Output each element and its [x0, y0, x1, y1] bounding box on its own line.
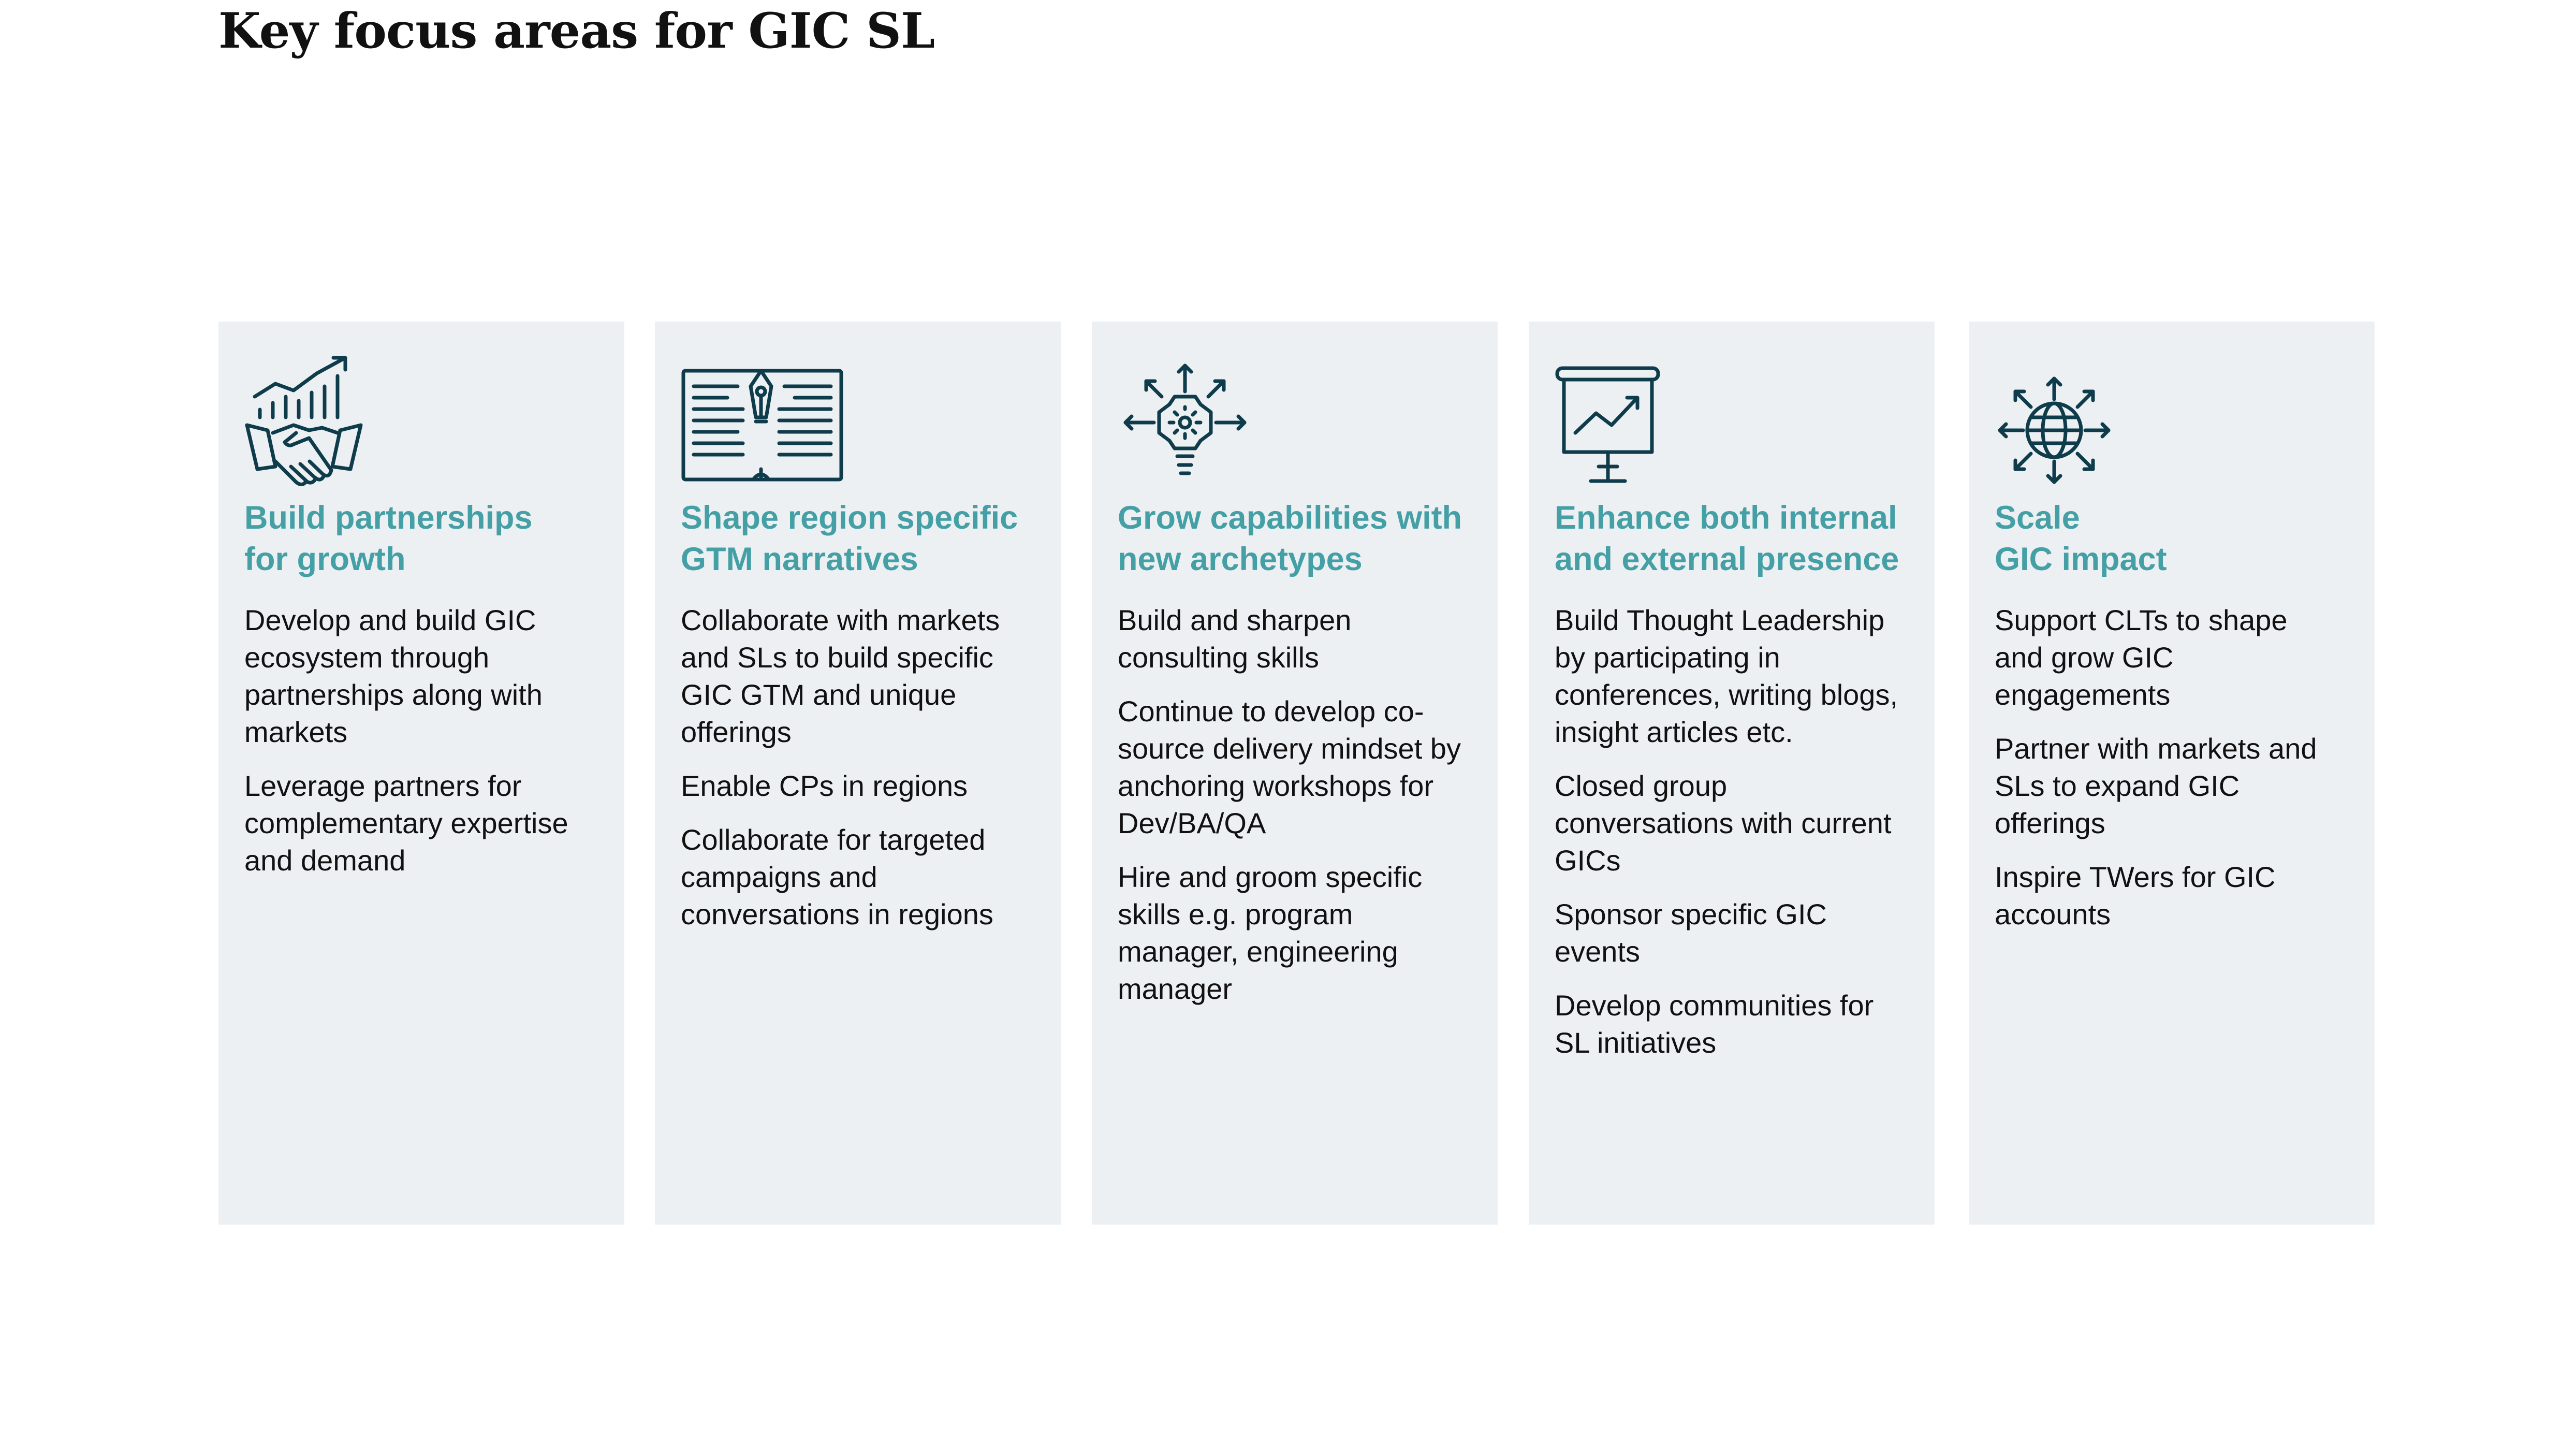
- card-bullet: Develop and build GIC ecosystem through …: [244, 604, 543, 748]
- card-heading: Enhance both internal and external prese…: [1555, 500, 1899, 577]
- card-bullet: Leverage partners for complementary expe…: [244, 769, 568, 877]
- page-title: Key focus areas for GIC SL: [218, 3, 935, 60]
- card-heading: Grow capabilities with new archetypes: [1118, 500, 1462, 577]
- card-bullet: Collaborate with markets and SLs to buil…: [681, 604, 1000, 748]
- card-bullet-list: Build and sharpen consulting skills Cont…: [1118, 602, 1472, 1008]
- gear-arrows-icon: [1118, 355, 1247, 490]
- presentation-board-icon: [1555, 355, 1674, 490]
- card-bullet-list: Collaborate with markets and SLs to buil…: [681, 602, 1035, 933]
- focus-card-gtm-narratives: Shape region specific GTM narratives Col…: [655, 322, 1061, 1225]
- card-bullet: Sponsor specific GIC events: [1555, 898, 1827, 968]
- card-bullet: Build Thought Leadership by participatin…: [1555, 604, 1898, 748]
- card-bullet: Support CLTs to shape and grow GIC engag…: [1995, 604, 2288, 711]
- card-heading: Scale GIC impact: [1995, 500, 2167, 577]
- focus-card-presence: Enhance both internal and external prese…: [1529, 322, 1935, 1225]
- card-heading: Shape region specific GTM narratives: [681, 500, 1018, 577]
- focus-card-capabilities: Grow capabilities with new archetypes Bu…: [1092, 322, 1498, 1225]
- open-book-pen-icon: [681, 355, 843, 490]
- card-bullet-list: Build Thought Leadership by participatin…: [1555, 602, 1909, 1062]
- card-bullet: Collaborate for targeted campaigns and c…: [681, 823, 993, 930]
- card-bullet-list: Support CLTs to shape and grow GIC engag…: [1995, 602, 2349, 933]
- handshake-growth-chart-icon: [244, 355, 363, 490]
- card-bullet: Partner with markets and SLs to expand G…: [1995, 732, 2317, 839]
- card-bullet: Enable CPs in regions: [681, 769, 968, 802]
- card-bullet-list: Develop and build GIC ecosystem through …: [244, 602, 598, 879]
- focus-card-scale-impact: Scale GIC impact Support CLTs to shape a…: [1969, 322, 2375, 1225]
- card-bullet: Closed group conversations with current …: [1555, 769, 1892, 877]
- card-heading: Build partnerships for growth: [244, 500, 533, 577]
- card-bullet: Continue to develop co- source delivery …: [1118, 695, 1461, 839]
- card-bullet: Hire and groom specific skills e.g. prog…: [1118, 861, 1423, 1005]
- card-bullet: Build and sharpen consulting skills: [1118, 604, 1352, 674]
- focus-card-partnerships: Build partnerships for growth Develop an…: [218, 322, 624, 1225]
- globe-expand-icon: [1995, 355, 2114, 490]
- card-bullet: Inspire TWers for GIC accounts: [1995, 861, 2276, 930]
- card-bullet: Develop communities for SL initiatives: [1555, 989, 1874, 1059]
